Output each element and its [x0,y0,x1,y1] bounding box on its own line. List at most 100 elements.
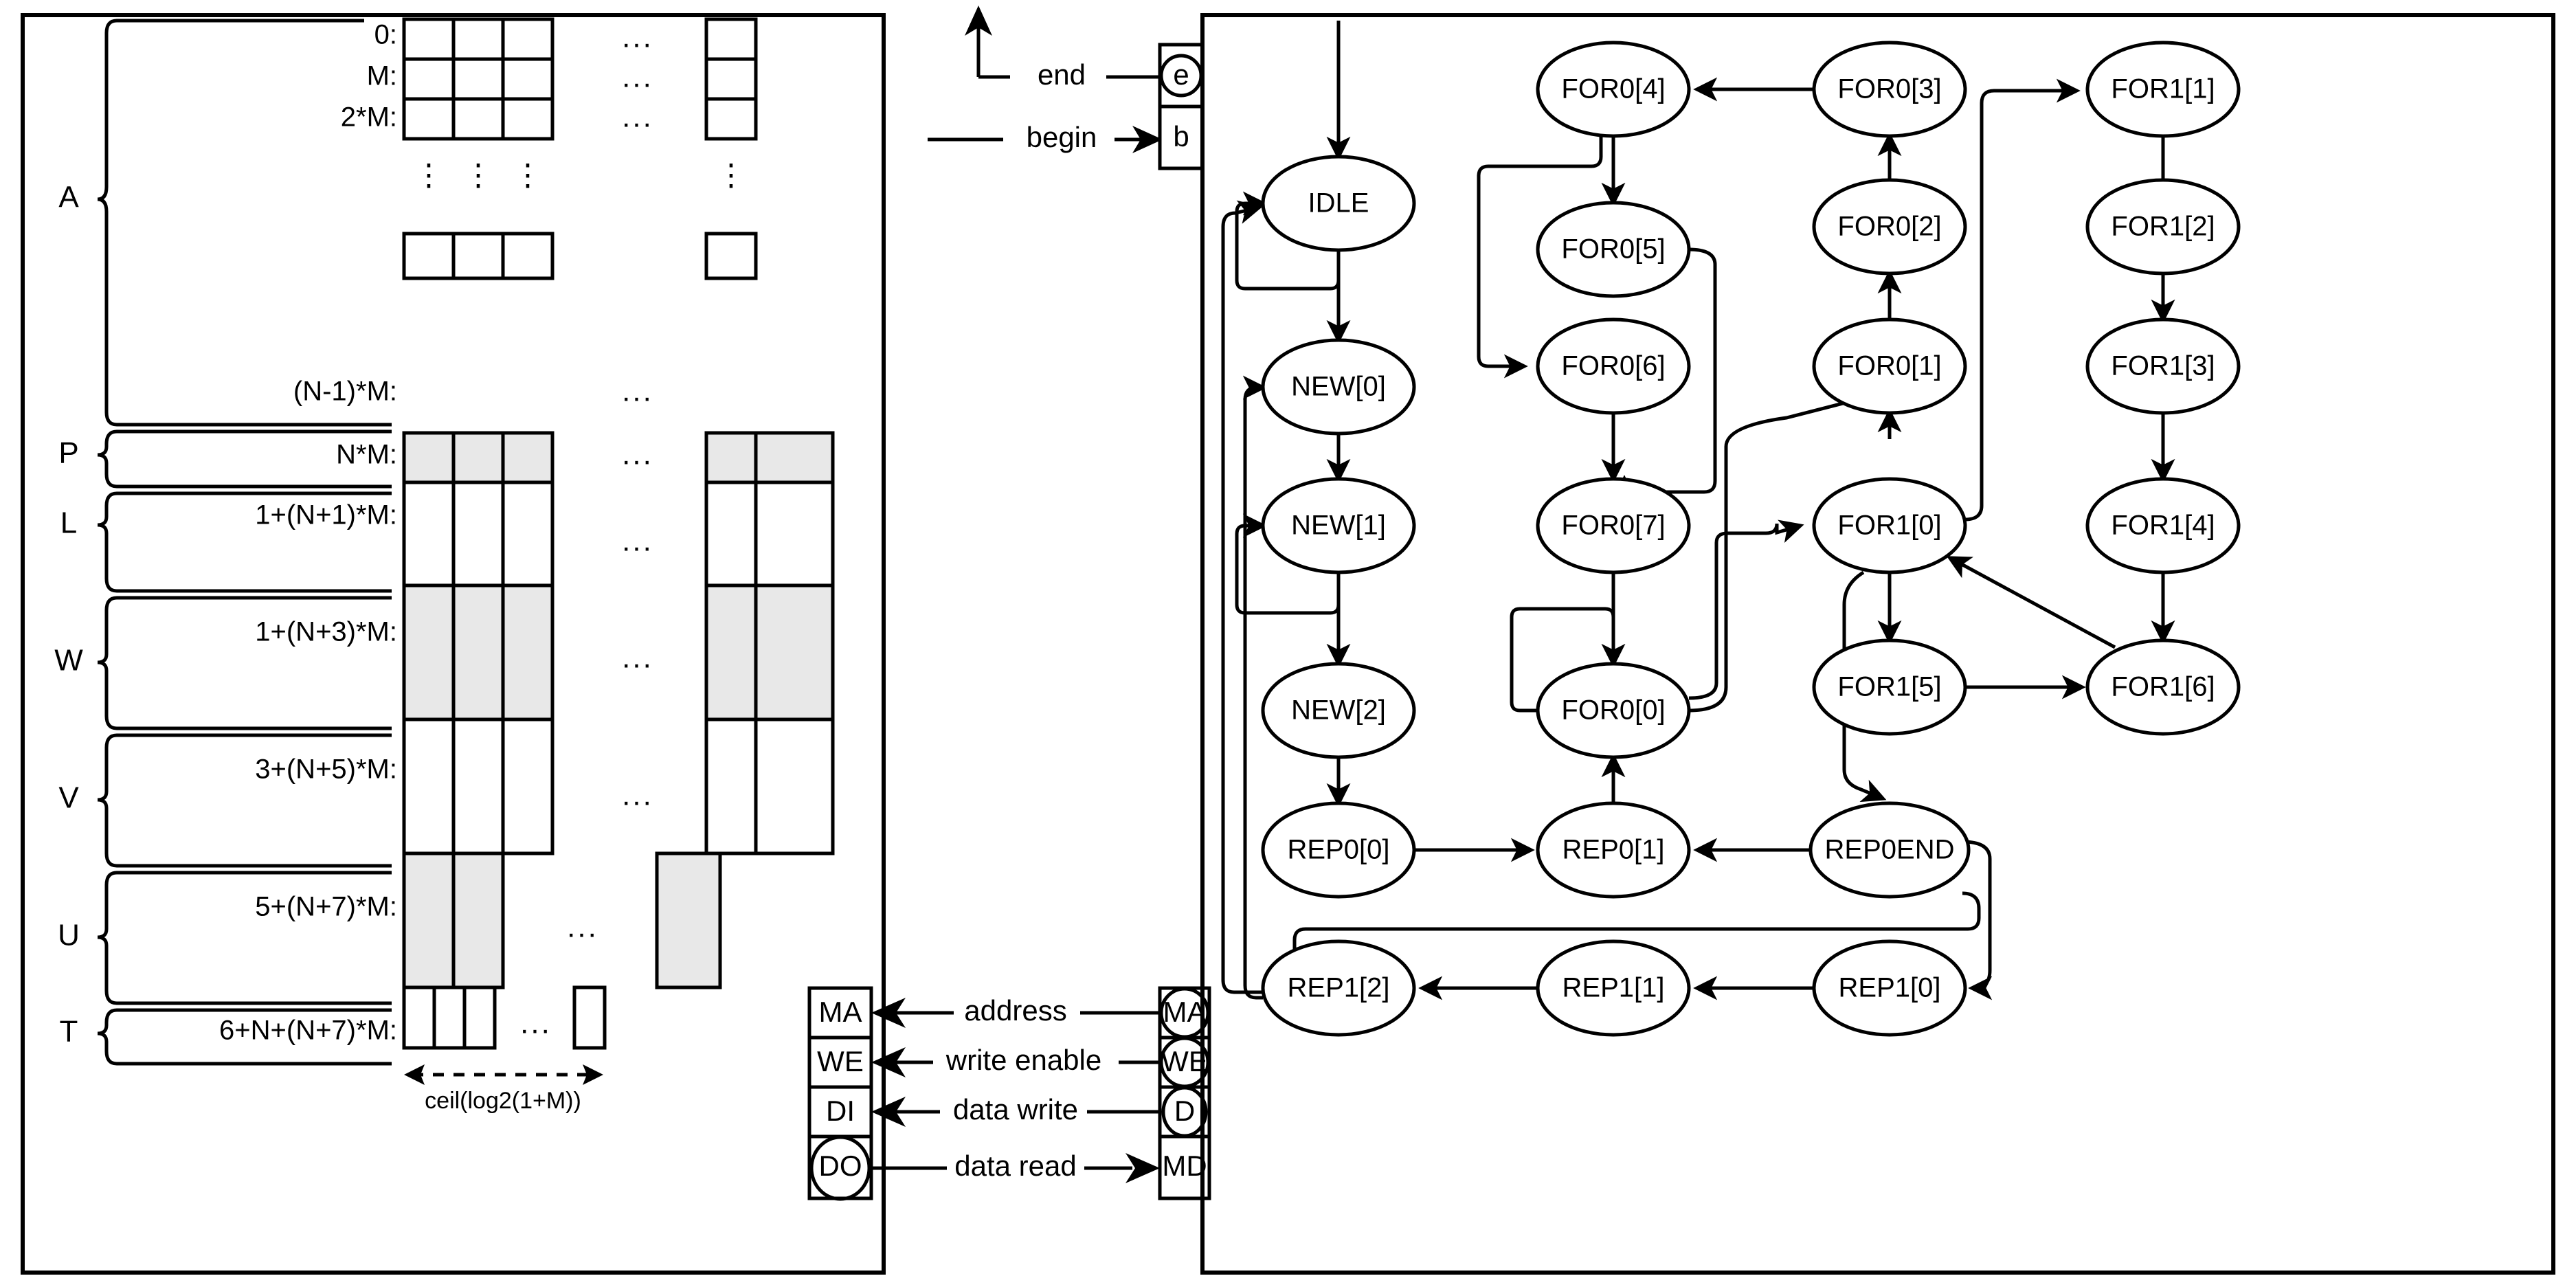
fsm-node-FOR03[interactable]: FOR0[3] [1812,41,1967,138]
fsm-node-label-REP11: REP1[1] [1563,973,1665,1003]
fsm-node-label-FOR07: FOR0[7] [1561,511,1665,541]
fsm-node-FOR11[interactable]: FOR1[1] [2085,41,2241,138]
fsm-node-label-FOR11: FOR1[1] [2111,74,2215,104]
fsm-node-label-FOR02: FOR0[2] [1837,212,1941,242]
fsm-edges [1221,21,2175,1000]
fsm-node-label-FOR00: FOR0[0] [1561,695,1665,726]
fsm-node-FOR01[interactable]: FOR0[1] [1812,317,1967,415]
row-address-2: 2*M: [341,102,397,133]
fsm-node-FOR06[interactable]: FOR0[6] [1536,317,1691,415]
fsm-node-REP00[interactable]: REP0[0] [1261,801,1416,899]
brace-group-V: V [58,733,131,868]
row-address-3: (N-1)*M: [293,377,397,407]
row-address-5: 1+(N+1)*M: [255,500,397,530]
memory-port-WE: WE [817,1045,864,1077]
brace-group-U: U [58,871,131,1005]
row-address-7: 3+(N+5)*M: [255,754,397,785]
row-address-8: 5+(N+7)*M: [255,892,397,922]
signal-label-data-read: data read [954,1150,1076,1182]
brace-group-W: W [54,596,131,730]
fsm-node-label-FOR14: FOR1[4] [2111,511,2215,541]
fsm-nodes: IDLE NEW[0] NEW[1] NEW[2] REP0[0] REP1[2… [1261,41,2241,1037]
legend-port-box-begin [1158,104,1205,170]
row-address-0: 0: [374,20,397,50]
row-ellipsis-2: ... [622,100,653,134]
row-ellipsis-9: ... [520,1007,552,1040]
memory-port-DI: DI [826,1095,855,1127]
edge-REP0END-REP10 [1962,840,1993,1000]
brace-group-P: P [58,429,131,489]
fsm-node-label-NEW1: NEW[1] [1291,511,1386,541]
legend-end: end [965,5,1160,91]
memory-map-panel-border [21,13,886,1275]
fsm-port-WE: WE [1161,1045,1208,1077]
fsm-node-label-REP0END: REP0END [1825,835,1955,865]
edge-FOR00-FOR01-seg [1688,400,1849,713]
row-ellipsis-0: ... [622,21,653,54]
brace-label-W: W [54,644,83,678]
fsm-node-label-FOR01: FOR0[1] [1837,351,1941,381]
edge-FOR16-FOR10 [1946,556,2116,649]
fsm-node-NEW2[interactable]: NEW[2] [1261,662,1416,759]
signal-data-write: data write [871,1093,1160,1127]
fsm-panel-border [1200,13,2555,1275]
fsm-node-FOR14[interactable]: FOR1[4] [2085,477,2241,574]
fsm-node-label-FOR16: FOR1[6] [2111,672,2215,702]
signal-label-data-write: data write [953,1093,1078,1126]
edge-REP12-NEW0 [1242,375,1267,1000]
memory-port-MA: MA [819,996,862,1028]
memory-grid-row-N1M: ... [402,480,835,587]
fsm-node-FOR10[interactable]: FOR1[0] [1812,477,1967,574]
fsm-node-FOR05[interactable]: FOR0[5] [1536,201,1691,298]
fsm-node-FOR15[interactable]: FOR1[5] [1812,638,1967,736]
row-address-4: N*M: [336,440,397,470]
memory-port-DO-circle [809,1135,871,1201]
fsm-node-label-REP10: REP1[0] [1839,973,1941,1003]
fsm-node-REP11[interactable]: REP1[1] [1536,939,1691,1037]
fsm-node-REP0END[interactable]: REP0END [1808,801,1971,899]
fsm-node-label-NEW2: NEW[2] [1291,695,1386,726]
edge-FOR00-FOR10 [1688,519,1804,700]
fsm-node-label-FOR13: FOR1[3] [2111,351,2215,381]
brace-group-A: A [58,19,131,427]
fsm-port-MD: MD [1162,1150,1207,1182]
fsm-node-REP12[interactable]: REP1[2] [1261,939,1416,1037]
row-address-9: 6+N+(N+7)*M: [219,1016,397,1046]
fsm-node-FOR07[interactable]: FOR0[7] [1536,477,1691,574]
fsm-node-FOR12[interactable]: FOR1[2] [2085,178,2241,276]
fsm-node-label-FOR05: FOR0[5] [1561,234,1665,265]
row-ellipsis-1: ... [622,60,653,94]
fsm-port-D: D [1174,1095,1195,1127]
fsm-node-FOR16[interactable]: FOR1[6] [2085,638,2241,736]
fsm-node-FOR02[interactable]: FOR0[2] [1812,178,1967,276]
fsm-node-NEW1[interactable]: NEW[1] [1261,477,1416,574]
fsm-node-REP10[interactable]: REP1[0] [1812,939,1967,1037]
brace-group-L: L [60,491,131,593]
fsm-node-label-IDLE: IDLE [1308,188,1369,219]
fsm-node-FOR00[interactable]: FOR0[0] [1536,662,1691,759]
signal-label-address: address [964,994,1066,1027]
signal-address: address [871,994,1160,1028]
width-annotation-label: ceil(log2(1+M)) [425,1088,581,1114]
fsm-node-label-FOR12: FOR1[2] [2111,212,2215,242]
fsm-node-FOR13[interactable]: FOR1[3] [2085,317,2241,415]
brace-group-T: T [60,1008,131,1066]
fsm-node-label-FOR06: FOR0[6] [1561,351,1665,381]
fsm-node-IDLE[interactable]: IDLE [1261,155,1416,252]
fsm-node-label-REP00: REP0[0] [1288,835,1390,865]
fsm-node-FOR04[interactable]: FOR0[4] [1536,41,1691,138]
edge-FOR10-REP0END [1842,570,1887,803]
fsm-node-label-REP01: REP0[1] [1563,835,1665,865]
brace-divider-lines [131,19,392,1066]
fsm-node-NEW0[interactable]: NEW[0] [1261,338,1416,436]
edge-FOR00-FOR00 [1510,607,1615,713]
fsm-node-label-NEW0: NEW[0] [1291,372,1386,402]
fsm-node-REP01[interactable]: REP0[1] [1536,801,1691,899]
row-ellipsis-4: ... [622,438,653,471]
edge-FOR04-FOR06 [1477,136,1603,379]
brace-label-A: A [58,181,79,214]
